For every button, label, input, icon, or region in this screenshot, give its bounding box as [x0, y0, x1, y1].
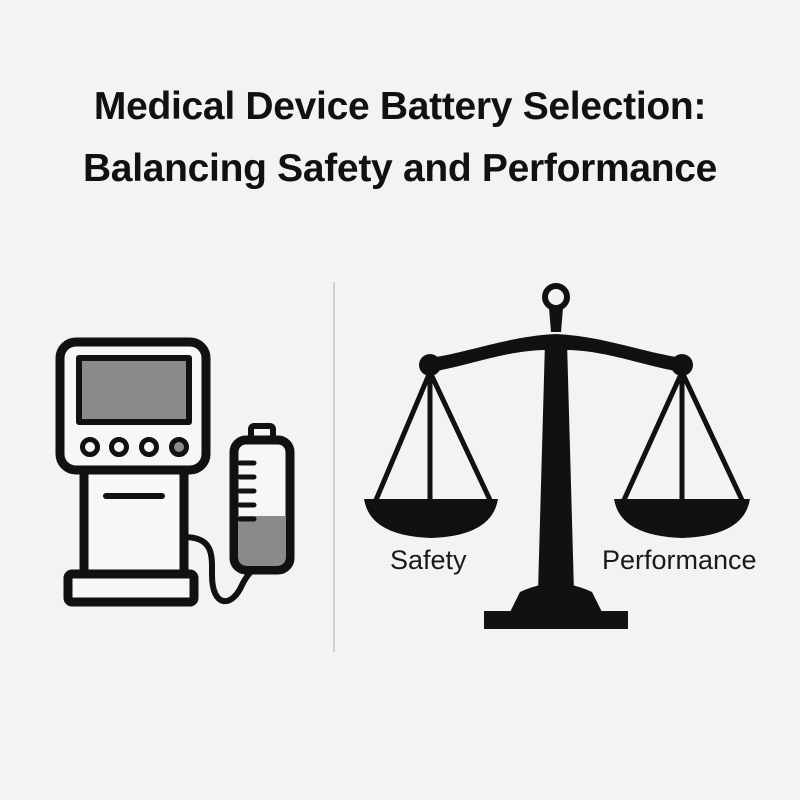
battery-icon: [229, 423, 295, 575]
page-title: Medical Device Battery Selection: Balanc…: [0, 76, 800, 200]
balance-scale-icon: [364, 283, 750, 629]
title-line-1: Medical Device Battery Selection:: [93, 85, 707, 128]
title-line-2: Balancing Safety and Performance: [82, 147, 718, 190]
safety-label: Safety: [390, 545, 467, 575]
medical-device-icon: [55, 337, 265, 607]
vertical-divider: [333, 282, 335, 652]
performance-label: Performance: [602, 545, 757, 575]
